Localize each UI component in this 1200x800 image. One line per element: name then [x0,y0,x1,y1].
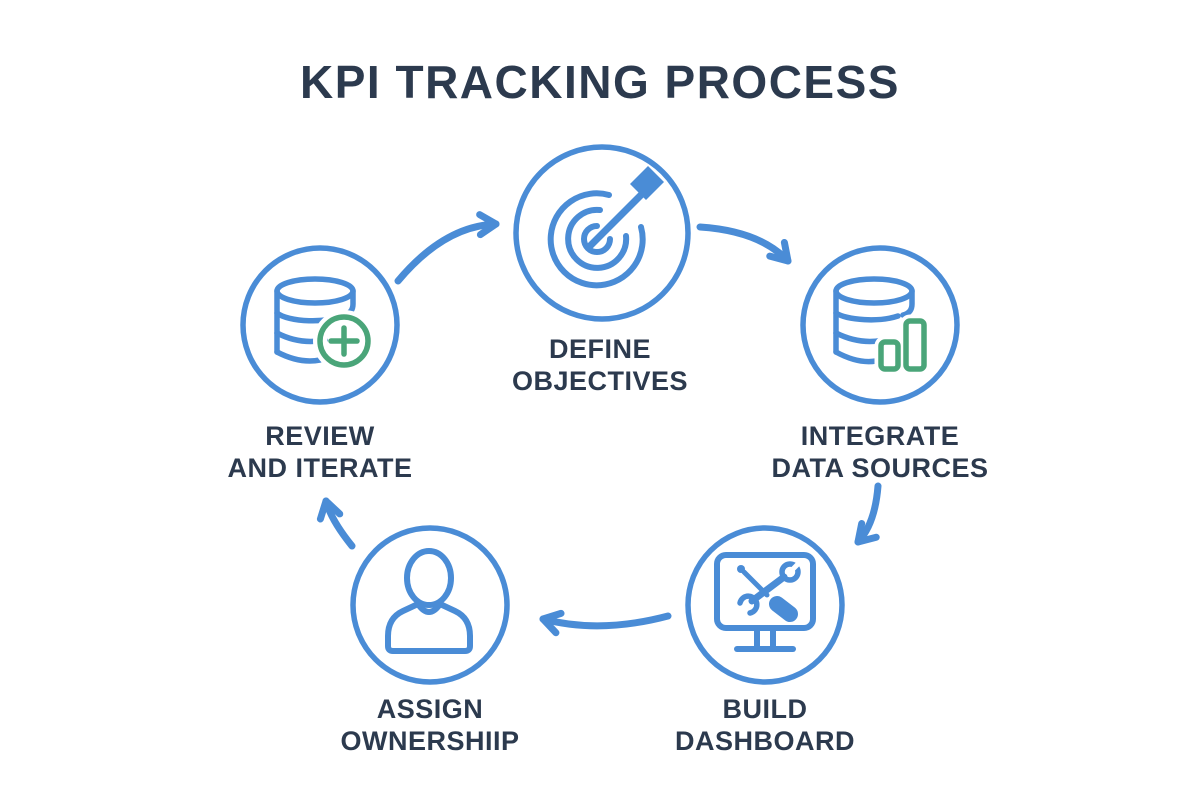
step-label-line: ASSIGN [376,694,484,724]
step-node-build-dashboard [685,525,845,685]
step-label-line: DEFINE [548,334,652,364]
monitor-tools-icon [714,552,816,652]
person-icon [385,548,473,654]
arrow-review-to-define [394,211,500,285]
arrow-define-to-integrate [696,223,792,265]
step-label-line: AND ITERATE [227,453,413,483]
step-label-line: DASHBOARD [675,726,855,756]
arrow-build-to-assign [539,609,672,637]
step-node-review-and-iterate [240,245,400,405]
step-label-line: REVIEW [265,421,375,451]
database-add-icon [274,276,375,372]
step-label-review-and-iterate: REVIEW AND ITERATE [228,420,413,484]
step-circle [800,245,960,405]
arrow-assign-to-review [316,497,356,550]
step-label-assign-ownership: ASSIGN OWNERSHIIP [340,693,519,757]
step-label-line: OBJECTIVES [511,366,689,396]
step-label-integrate-data-sources: INTEGRATE DATA SOURCES [771,420,988,484]
arrow-integrate-to-build [854,482,882,546]
step-node-integrate-data-sources [800,245,960,405]
step-label-define-objectives: DEFINE OBJECTIVES [512,333,688,397]
target-dart-icon [547,166,664,289]
flow-arrows [316,211,882,637]
step-label-line: OWNERSHIIP [340,726,520,756]
database-bar-chart-icon [833,276,931,376]
step-node-define-objectives [513,144,691,322]
step-circle [685,525,845,685]
step-label-line: BUILD [722,694,808,724]
step-label-line: DATA SOURCES [771,453,989,483]
step-label-build-dashboard: BUILD DASHBOARD [675,693,855,757]
step-label-line: INTEGRATE [800,421,960,451]
step-node-assign-ownership [350,525,510,685]
page-title: KPI TRACKING PROCESS [300,56,900,108]
